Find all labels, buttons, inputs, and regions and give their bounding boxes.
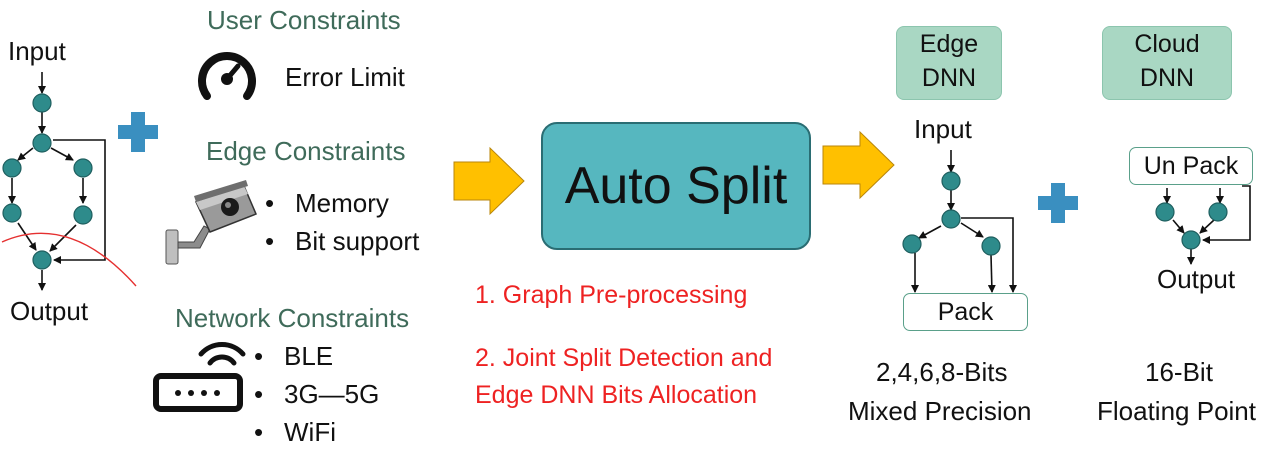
graph-node bbox=[981, 236, 1001, 256]
auto-split-label: Auto Split bbox=[564, 157, 788, 215]
cloud-output-label: Output bbox=[1157, 264, 1236, 294]
edge-dnn-title-line1: Edge bbox=[919, 30, 979, 58]
network-constraints-list: BLE 3G—5G WiFi bbox=[250, 337, 379, 451]
list-item: Bit support bbox=[261, 222, 419, 260]
edge-input-label: Input bbox=[914, 114, 972, 144]
edge-constraints-title: Edge Constraints bbox=[206, 136, 406, 166]
cloud-graph-edges bbox=[1163, 185, 1251, 265]
cloud-dnn-tag: Cloud DNN bbox=[1102, 26, 1232, 100]
graph-node bbox=[32, 133, 52, 153]
left-input-label: Input bbox=[8, 36, 66, 66]
yellow-arrow-icon bbox=[453, 146, 525, 216]
edge-dnn-title-line2: DNN bbox=[921, 64, 977, 92]
cloud-caption-line2: Floating Point bbox=[1097, 396, 1256, 426]
cloud-dnn-title-line2: DNN bbox=[1139, 64, 1195, 92]
list-item: BLE bbox=[250, 337, 379, 375]
graph-node bbox=[1155, 202, 1175, 222]
user-constraints-title: User Constraints bbox=[207, 5, 401, 35]
graph-node bbox=[941, 209, 961, 229]
split-cut-curve bbox=[1, 232, 137, 287]
graph-node bbox=[2, 158, 22, 178]
yellow-arrow-icon bbox=[822, 130, 895, 200]
graph-node bbox=[73, 158, 93, 178]
graph-node bbox=[941, 171, 961, 191]
auto-split-box: Auto Split bbox=[541, 122, 811, 250]
cloud-dnn-title-line1: Cloud bbox=[1134, 30, 1200, 58]
graph-node bbox=[1181, 230, 1201, 250]
list-item: Memory bbox=[261, 184, 419, 222]
left-graph-nodes bbox=[2, 93, 93, 270]
unpack-box: Un Pack bbox=[1129, 147, 1253, 185]
gauge-icon bbox=[198, 52, 256, 100]
edge-graph-nodes bbox=[902, 171, 1001, 256]
step-2-label: 2. Joint Split Detection and bbox=[475, 344, 773, 372]
cloud-caption-line1: 16-Bit bbox=[1145, 357, 1213, 387]
unpack-label: Un Pack bbox=[1143, 152, 1239, 180]
graph-node bbox=[32, 250, 52, 270]
left-graph-edges bbox=[8, 72, 106, 291]
network-constraints-title: Network Constraints bbox=[175, 303, 410, 333]
pack-box: Pack bbox=[903, 293, 1028, 331]
graph-node bbox=[32, 93, 52, 113]
edge-graph-edges bbox=[911, 150, 1017, 293]
pack-label: Pack bbox=[937, 298, 994, 326]
graph-node bbox=[1208, 202, 1228, 222]
step-2-label-continued: Edge DNN Bits Allocation bbox=[475, 381, 758, 409]
edge-dnn-tag: Edge DNN bbox=[896, 26, 1002, 100]
security-camera-icon bbox=[165, 180, 257, 265]
graph-node bbox=[73, 205, 93, 225]
step-1-label: 1. Graph Pre-processing bbox=[475, 281, 748, 309]
list-item: 3G—5G bbox=[250, 375, 379, 413]
wifi-router-icon bbox=[153, 342, 246, 412]
edge-constraints-list: Memory Bit support bbox=[261, 184, 419, 260]
graph-node bbox=[2, 203, 22, 223]
plus-icon bbox=[1038, 183, 1078, 223]
graph-node bbox=[902, 234, 922, 254]
plus-icon bbox=[118, 112, 158, 152]
edge-caption-line1: 2,4,6,8-Bits bbox=[876, 357, 1008, 387]
error-limit-label: Error Limit bbox=[285, 62, 405, 92]
left-output-label: Output bbox=[10, 296, 89, 326]
list-item: WiFi bbox=[250, 413, 379, 451]
edge-caption-line2: Mixed Precision bbox=[848, 396, 1032, 426]
cloud-graph-nodes bbox=[1155, 202, 1228, 250]
